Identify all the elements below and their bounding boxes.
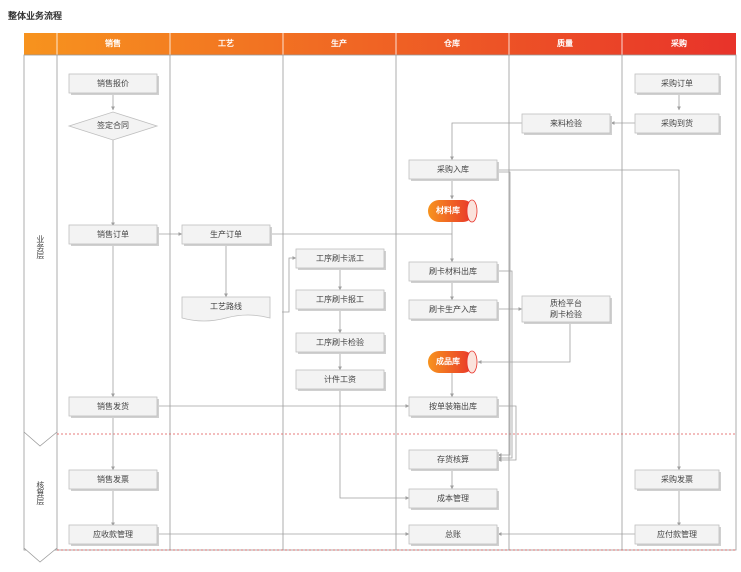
node-ap-mgmt: 应付款管理 bbox=[634, 524, 721, 546]
lane-header-process: 工艺 bbox=[218, 38, 234, 48]
node-dispatch-label: 工序刷卡派工 bbox=[316, 253, 364, 263]
node-finished-store: 成品库 bbox=[428, 350, 478, 374]
node-purchase-invoice-label: 采购发票 bbox=[661, 474, 693, 484]
lane-header-bar: 销售 工艺 生产 仓库 质量 采购 bbox=[24, 33, 736, 55]
layer-label-accounting: 核算层 bbox=[36, 480, 45, 506]
node-ar-mgmt-label: 应收款管理 bbox=[93, 529, 133, 539]
node-sales-invoice-label: 销售发票 bbox=[97, 474, 129, 484]
node-cost-mgmt-label: 成本管理 bbox=[437, 493, 469, 503]
node-sales-ship-label: 销售发货 bbox=[97, 401, 129, 411]
node-sales-quote: 销售报价 bbox=[68, 73, 159, 95]
node-report-label: 工序刷卡报工 bbox=[316, 294, 364, 304]
node-ap-mgmt-label: 应付款管理 bbox=[657, 529, 697, 539]
node-ar-mgmt: 应收款管理 bbox=[68, 524, 159, 546]
node-prod-order: 生产订单 bbox=[181, 224, 272, 246]
lane-header-sales: 销售 bbox=[105, 38, 121, 48]
node-qc-card-label: 刷卡检验 bbox=[550, 309, 582, 319]
node-sales-invoice: 销售发票 bbox=[68, 469, 159, 491]
node-purchase-arrive: 采购到货 bbox=[634, 113, 721, 135]
node-material-store: 材料库 bbox=[428, 199, 478, 223]
node-finished-store-label: 成品库 bbox=[436, 356, 460, 366]
node-cost-mgmt: 成本管理 bbox=[408, 488, 499, 510]
node-card-out: 刷卡材料出库 bbox=[408, 261, 499, 283]
node-purchase-arrive-label: 采购到货 bbox=[661, 118, 693, 128]
flow-connectors bbox=[111, 93, 681, 536]
layer-label-business: 业务层 bbox=[36, 234, 45, 260]
node-purchase-in: 采购入库 bbox=[408, 159, 499, 181]
node-purchase-order: 采购订单 bbox=[634, 73, 721, 95]
node-prod-order-label: 生产订单 bbox=[210, 229, 242, 239]
node-pack-out: 按单装箱出库 bbox=[408, 396, 499, 418]
node-sales-ship: 销售发货 bbox=[68, 396, 159, 418]
node-sales-order-label: 销售订单 bbox=[97, 229, 129, 239]
node-card-in: 刷卡生产入库 bbox=[408, 299, 499, 321]
layer-separators bbox=[23, 431, 736, 563]
lane-header-purchase: 采购 bbox=[670, 38, 687, 48]
lane-header-warehouse: 仓库 bbox=[443, 38, 460, 48]
node-purchase-in-label: 采购入库 bbox=[437, 164, 469, 174]
node-pack-out-label: 按单装箱出库 bbox=[429, 401, 477, 411]
node-sign-contract-label: 签定合同 bbox=[97, 120, 129, 130]
node-inventory-calc: 存货核算 bbox=[408, 449, 499, 471]
node-routing: 工艺路线 bbox=[181, 296, 271, 322]
node-piece-wage: 计件工资 bbox=[295, 369, 386, 391]
node-sales-order: 销售订单 bbox=[68, 224, 159, 246]
lane-header-quality: 质量 bbox=[557, 38, 573, 48]
node-sign-contract: 签定合同 bbox=[67, 111, 159, 141]
node-inventory-calc-label: 存货核算 bbox=[437, 454, 469, 464]
node-incoming-inspect: 来料检验 bbox=[521, 113, 612, 135]
node-sales-quote-label: 销售报价 bbox=[97, 78, 129, 88]
node-routing-label: 工艺路线 bbox=[210, 301, 242, 311]
node-qc-platform-label: 质检平台 bbox=[550, 298, 582, 308]
node-ledger-label: 总账 bbox=[445, 529, 461, 539]
lane-header-production: 生产 bbox=[331, 38, 347, 48]
node-card-in-label: 刷卡生产入库 bbox=[429, 304, 477, 314]
node-incoming-inspect-label: 来料检验 bbox=[550, 118, 582, 128]
node-material-store-label: 材料库 bbox=[436, 205, 460, 215]
node-inspect: 工序刷卡检验 bbox=[295, 332, 386, 354]
node-purchase-invoice: 采购发票 bbox=[634, 469, 721, 491]
node-purchase-order-label: 采购订单 bbox=[661, 78, 693, 88]
page-title: 整体业务流程 bbox=[8, 11, 63, 21]
node-ledger: 总账 bbox=[408, 524, 499, 546]
swimlane-grid bbox=[23, 54, 737, 551]
node-qc-platform: 质检平台 刷卡检验 bbox=[521, 295, 612, 324]
node-inspect-label: 工序刷卡检验 bbox=[316, 337, 364, 347]
node-report: 工序刷卡报工 bbox=[295, 289, 386, 311]
node-piece-wage-label: 计件工资 bbox=[324, 374, 356, 384]
node-dispatch: 工序刷卡派工 bbox=[295, 248, 386, 270]
node-card-out-label: 刷卡材料出库 bbox=[429, 266, 477, 276]
